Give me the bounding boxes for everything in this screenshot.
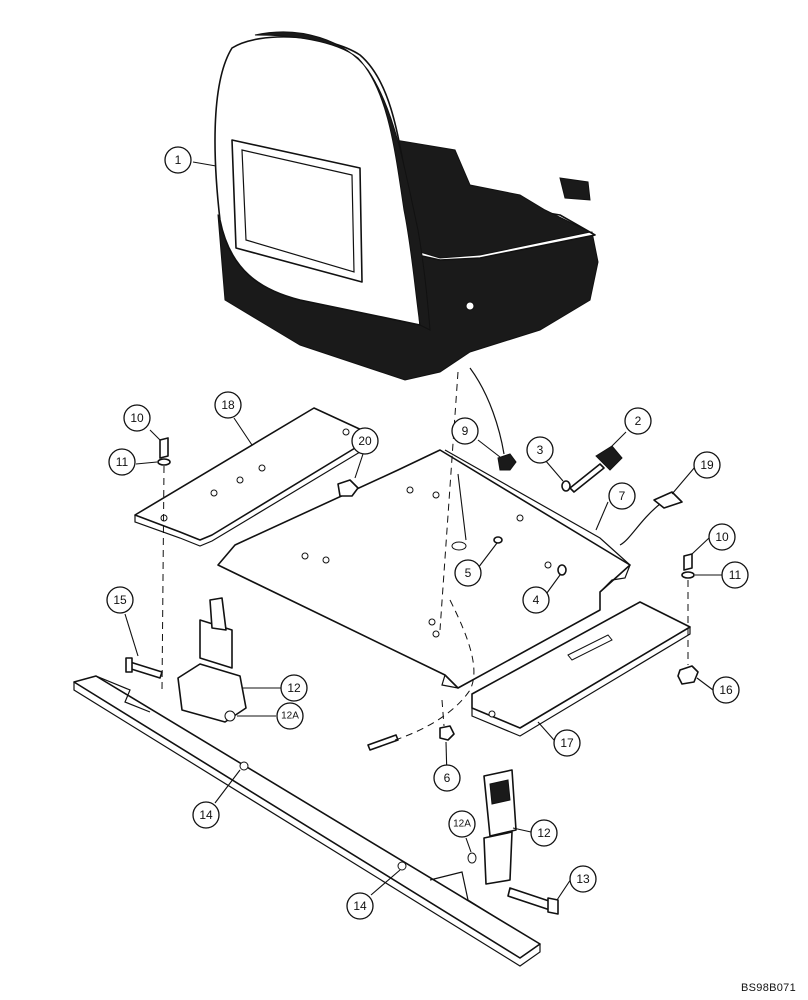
callout-19-label: 19	[700, 458, 714, 472]
callout-13-label: 13	[576, 872, 590, 886]
mounting-plate-body	[217, 449, 631, 689]
callout-19: 19	[693, 451, 721, 479]
callout-16-label: 16	[719, 683, 733, 697]
callout-10-right: 10	[708, 523, 736, 551]
callout-14-lower-label: 14	[353, 899, 367, 913]
callout-12-retractor-label: 12	[287, 681, 301, 695]
callout-7: 7	[608, 482, 636, 510]
callout-2-label: 2	[635, 414, 642, 428]
seat-back-pocket	[231, 139, 363, 283]
callout-6-label: 6	[444, 771, 451, 785]
callout-6: 6	[433, 764, 461, 792]
callout-11-left-label: 11	[116, 455, 129, 469]
callout-12-buckle: 12	[530, 819, 558, 847]
callout-14-lower: 14	[346, 892, 374, 920]
callout-10-left: 10	[123, 404, 151, 432]
seat	[214, 31, 599, 381]
callout-20-label: 20	[358, 434, 372, 448]
bottom-channel-rail	[73, 675, 541, 967]
callout-18: 18	[214, 391, 242, 419]
seat-belt-retractor	[177, 597, 247, 723]
callout-1: 1	[164, 146, 192, 174]
callout-10-right-label: 10	[715, 530, 729, 544]
callout-12A-buckle: 12A	[448, 810, 476, 838]
callout-11-right: 11	[721, 561, 749, 589]
callout-3: 3	[526, 436, 554, 464]
mounting-plate	[217, 449, 631, 689]
seat-belt-buckle	[467, 769, 517, 885]
alignment-lines	[161, 367, 689, 741]
callout-4: 4	[522, 586, 550, 614]
callout-7-label: 7	[619, 489, 626, 503]
callout-15: 15	[106, 586, 134, 614]
callout-5-label: 5	[465, 566, 472, 580]
callout-13: 13	[569, 865, 597, 893]
callout-11-right-label: 11	[729, 568, 742, 582]
callout-4-label: 4	[533, 593, 540, 607]
right-slide-rail	[471, 601, 691, 737]
callout-12A-retractor-label: 12A	[281, 711, 299, 722]
callout-12-retractor: 12	[280, 674, 308, 702]
callout-12-buckle-label: 12	[537, 826, 551, 840]
callout-15-label: 15	[113, 593, 127, 607]
callout-18-label: 18	[221, 398, 235, 412]
callout-5: 5	[454, 559, 482, 587]
fasteners	[125, 437, 699, 915]
callout-14-upper: 14	[192, 801, 220, 829]
seat-backrest-edge	[254, 31, 431, 331]
callout-1-label: 1	[175, 153, 182, 167]
callout-9-label: 9	[462, 424, 469, 438]
callout-16: 16	[712, 676, 740, 704]
callout-17: 17	[553, 729, 581, 757]
callout-14-upper-label: 14	[199, 808, 213, 822]
callout-3-label: 3	[537, 443, 544, 457]
callout-11-left: 11	[108, 448, 136, 476]
callout-9: 9	[451, 417, 479, 445]
callout-2: 2	[624, 407, 652, 435]
callout-12A-retractor: 12A	[276, 702, 304, 730]
callout-17-label: 17	[560, 736, 574, 750]
callout-10-left-label: 10	[130, 411, 144, 425]
callout-20: 20	[351, 427, 379, 455]
leader-lines	[124, 161, 725, 901]
callout-12A-buckle-label: 12A	[453, 819, 471, 830]
document-code: BS98B071	[741, 982, 796, 994]
